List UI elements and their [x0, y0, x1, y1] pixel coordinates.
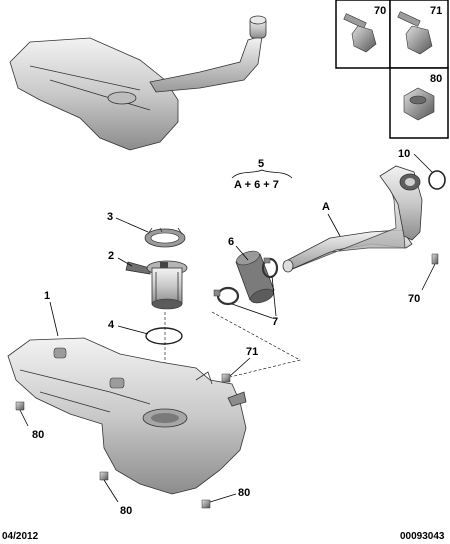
callout-2: 2 — [108, 250, 114, 262]
tank-nut-80-right — [201, 499, 211, 509]
footer-date: 04/2012 — [2, 531, 39, 542]
tank-nut-80-left — [15, 401, 25, 411]
callout-A: A — [322, 201, 330, 213]
filler-pipe — [282, 165, 423, 273]
callout-80-mid: 80 — [120, 505, 132, 517]
fuel-tank-1 — [7, 337, 247, 495]
callout-7-left: 7 — [272, 316, 278, 328]
callout-71-tank: 71 — [246, 346, 258, 358]
callout-70-filler: 70 — [408, 293, 420, 305]
hose-clamp-upper — [261, 257, 279, 279]
locking-ring-3 — [144, 227, 186, 248]
callout-80-panel: 80 — [430, 73, 442, 85]
formula-a-6-7: A + 6 + 7 — [234, 179, 279, 191]
bolt-71-icon — [397, 11, 433, 55]
pump-seal-4 — [145, 327, 183, 345]
callout-80-left: 80 — [32, 429, 44, 441]
callout-3: 3 — [107, 211, 113, 223]
callout-5: 5 — [258, 158, 264, 170]
callout-10: 10 — [398, 148, 410, 160]
callout-1: 1 — [44, 290, 50, 302]
callout-70-panel: 70 — [374, 5, 386, 17]
filler-screw-70 — [431, 253, 439, 265]
callout-4: 4 — [108, 319, 115, 331]
nut-80-icon — [403, 87, 435, 121]
assembly-guide-lines — [164, 311, 301, 430]
hose-clamp-lower — [213, 286, 240, 306]
tank-screw-71 — [221, 373, 231, 383]
fuel-pump-sender-2 — [125, 260, 188, 310]
overview-tank-assembly — [9, 15, 267, 151]
fastener-panel-70: 70 — [335, 0, 391, 69]
rubber-hose-6 — [235, 250, 275, 304]
tank-nut-80-mid — [99, 471, 109, 481]
footer-reference: 00093043 — [400, 531, 445, 542]
group-5-definition: 5 A + 6 + 7 — [231, 158, 293, 191]
callout-80-right: 80 — [238, 487, 250, 499]
seal-ring-10 — [428, 170, 446, 190]
fastener-panel-71: 71 — [389, 0, 449, 69]
fastener-panel-80: 80 — [389, 67, 449, 139]
callout-71-panel: 71 — [430, 5, 442, 17]
callout-6: 6 — [228, 236, 234, 248]
bolt-70-icon — [343, 13, 377, 53]
